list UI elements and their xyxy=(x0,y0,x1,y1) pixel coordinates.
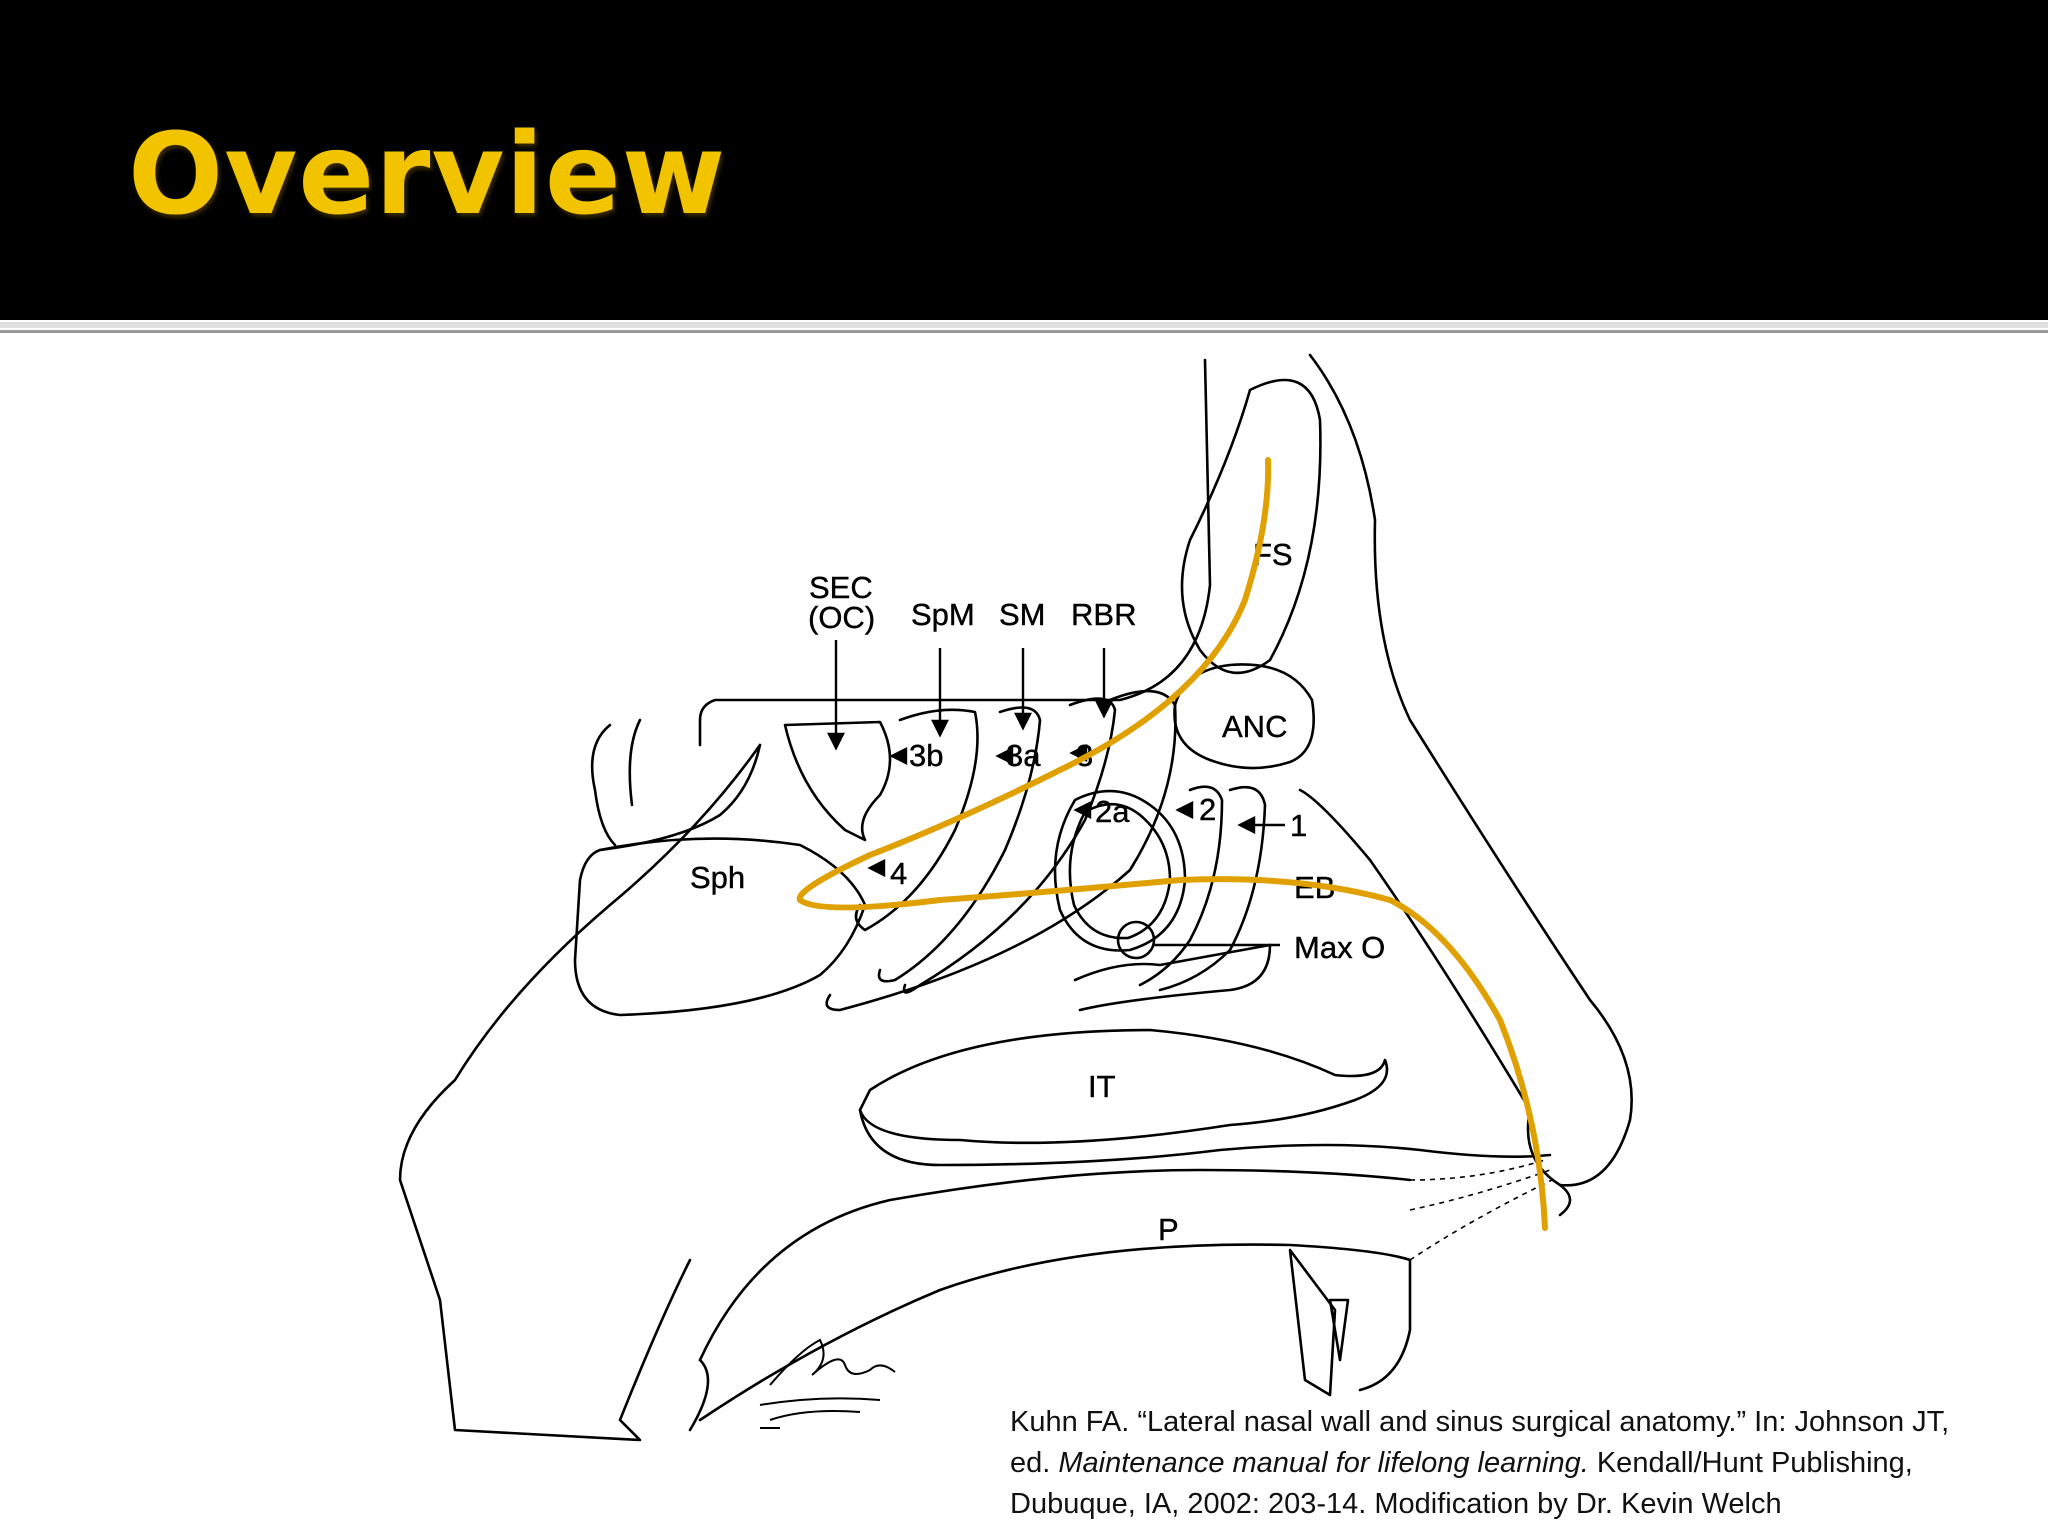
citation: Kuhn FA. “Lateral nasal wall and sinus s… xyxy=(1010,1402,2030,1525)
citation-book-title: Maintenance manual for lifelong learning… xyxy=(1058,1447,1589,1479)
arrow-3a xyxy=(995,747,1014,765)
tooth-2-outline xyxy=(1328,1298,1350,1362)
header-divider xyxy=(0,322,2048,328)
arrow-4 xyxy=(867,859,886,877)
frontal-drainage-path xyxy=(796,457,1548,1231)
anc-cell xyxy=(1173,663,1315,770)
citation-line-1: Kuhn FA. “Lateral nasal wall and sinus s… xyxy=(1010,1406,1950,1438)
arrow-2a xyxy=(1073,801,1092,819)
anatomy-outlines xyxy=(398,353,1633,1442)
inferior-turbinate xyxy=(858,1028,1389,1145)
label-p: P xyxy=(1158,1212,1179,1247)
header-divider-shadow xyxy=(0,330,2048,333)
citation-line-2-suffix: Kendall/Hunt Publishing, xyxy=(1596,1447,1913,1479)
label-rbr: RBR xyxy=(1071,597,1136,632)
middle-turbinate xyxy=(825,689,1177,1012)
sphenoid-sinus xyxy=(573,837,867,1017)
citation-line-3: Dubuque, IA, 2002: 203-14. Modification … xyxy=(1010,1488,1782,1520)
label-sph: Sph xyxy=(690,860,745,895)
pterygoid-plate-2 xyxy=(628,718,642,807)
arrow-3b xyxy=(889,747,908,765)
label-oc: (OC) xyxy=(808,600,875,635)
tooth-outline xyxy=(1288,1248,1337,1397)
arrows xyxy=(827,640,1285,947)
lamella-3b xyxy=(854,708,979,932)
label-anc: ANC xyxy=(1222,709,1287,744)
author-signature xyxy=(759,1338,896,1429)
dashed-cartilage xyxy=(1409,1159,1553,1261)
label-2: 2 xyxy=(1199,792,1216,827)
slide-title: Overview xyxy=(128,110,727,240)
label-sec: SEC xyxy=(809,570,873,605)
posterior-wall xyxy=(598,743,762,852)
maxillary-ostium xyxy=(1116,920,1156,960)
inferior-meatus-floor xyxy=(858,1108,1552,1167)
nasal-bone-outline xyxy=(1298,353,1633,1187)
lamella-3a xyxy=(877,706,1042,983)
arrow-2 xyxy=(1175,801,1194,819)
label-3a: 3a xyxy=(1006,738,1041,773)
frontal-sinus-outline xyxy=(1180,378,1322,675)
drainage-pathway-overlay xyxy=(796,457,1548,1231)
anterior-nasal-spine-line xyxy=(1558,1183,1572,1217)
skull-outline xyxy=(698,358,1212,747)
hard-palate-lower xyxy=(698,1243,1412,1422)
hard-palate-upper xyxy=(698,1168,1412,1362)
label-3b: 3b xyxy=(909,738,943,773)
label-it: IT xyxy=(1088,1069,1116,1104)
clivus-outline xyxy=(398,743,762,1442)
uncinate-lower xyxy=(1073,943,1272,1012)
pterygoid-plate xyxy=(590,723,617,847)
citation-line-2-prefix: ed. xyxy=(1010,1447,1051,1479)
label-spm: SpM xyxy=(911,597,975,632)
label-2a: 2a xyxy=(1095,794,1130,829)
palate-lower-lip xyxy=(688,1358,710,1432)
label-max-o: Max O xyxy=(1294,930,1385,965)
label-4: 4 xyxy=(890,856,907,891)
lamella-1 xyxy=(1158,785,1267,992)
citation-line-2: ed. Maintenance manual for lifelong lear… xyxy=(1010,1443,2030,1484)
title-bar xyxy=(0,0,2048,320)
label-sm: SM xyxy=(999,597,1046,632)
label-1: 1 xyxy=(1290,808,1307,843)
sec-cell xyxy=(783,720,892,842)
